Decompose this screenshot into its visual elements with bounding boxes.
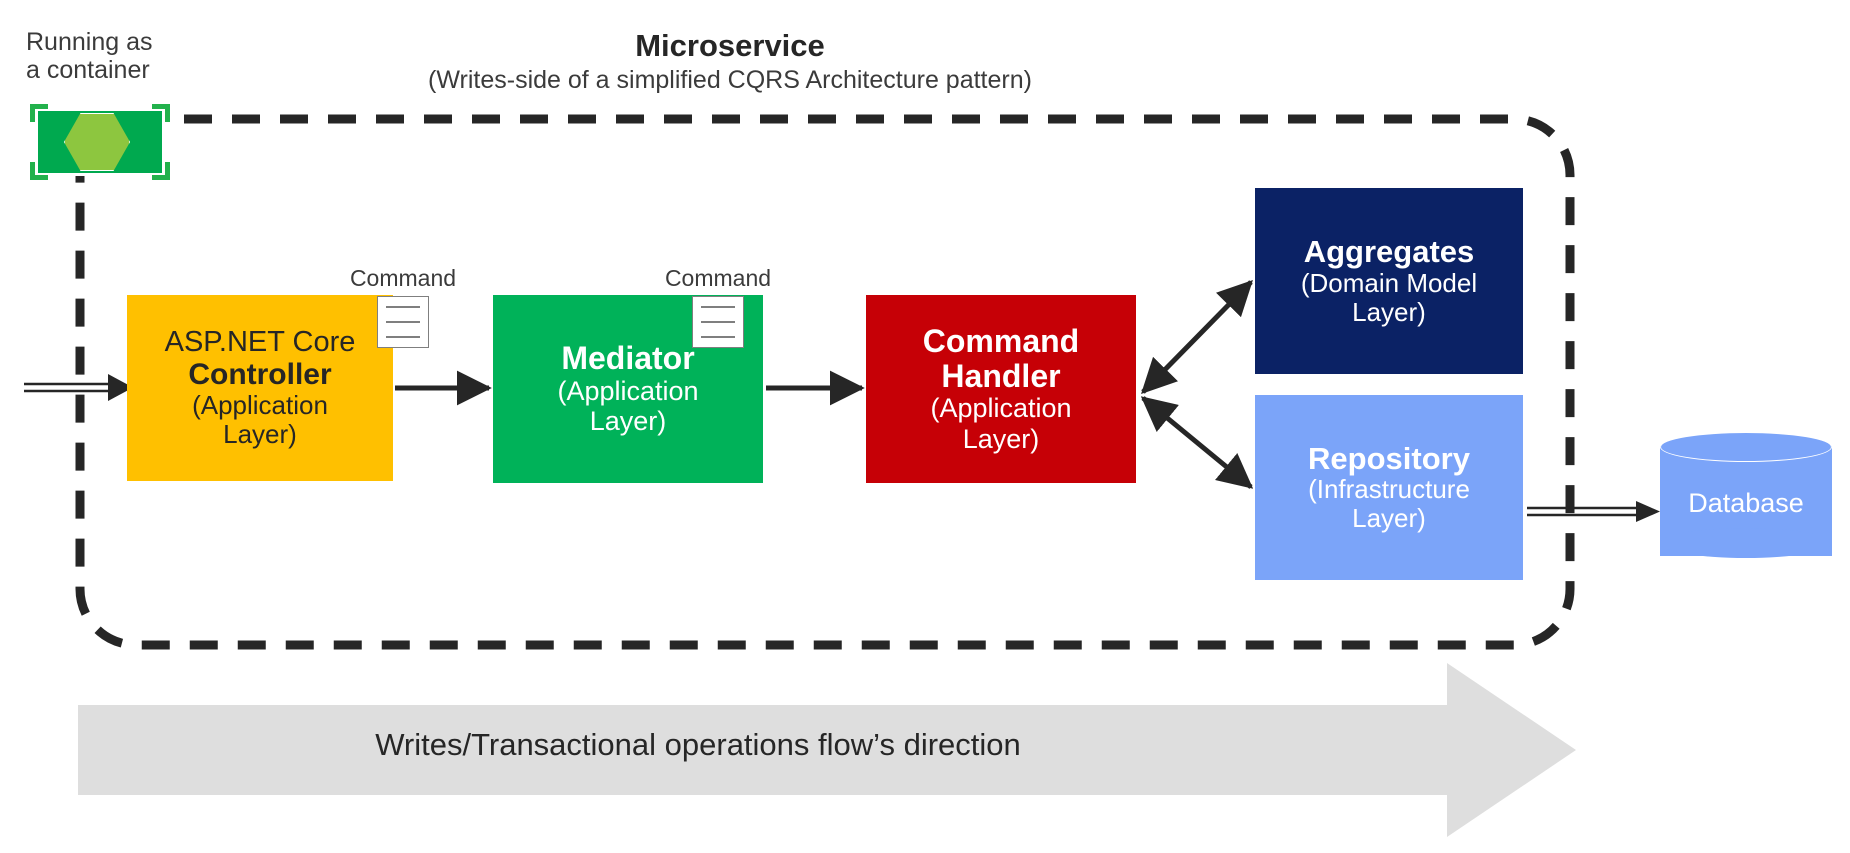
- selection-handle-bottom-right: [152, 162, 170, 180]
- node-repository[interactable]: Repository (Infrastructure Layer): [1255, 395, 1523, 580]
- command-document-icon-1: [377, 296, 429, 348]
- node-aggregates[interactable]: Aggregates (Domain Model Layer): [1255, 188, 1523, 374]
- aggregates-layer-label: (Domain Model Layer): [1300, 267, 1478, 327]
- cylinder-top: [1660, 432, 1832, 462]
- database-label: Database: [1688, 488, 1804, 518]
- arrow-command-handler-aggregates: [1141, 280, 1253, 394]
- aggregates-title-label: Aggregates: [1303, 234, 1475, 270]
- controller-layer-label: (Application Layer): [192, 390, 328, 450]
- node-command-handler[interactable]: Command Handler (Application Layer): [866, 295, 1136, 483]
- incoming-request-arrow: [24, 374, 133, 401]
- selection-handle-top-right: [152, 104, 170, 122]
- database-cylinder-icon[interactable]: Database: [1660, 432, 1832, 570]
- microservice-title: Microservice: [635, 28, 825, 63]
- doc-line: [701, 306, 735, 308]
- controller-prefix-label: ASP.NET Core: [164, 325, 356, 358]
- controller-title-label: Controller: [188, 357, 332, 391]
- cylinder-bottom: [1660, 528, 1832, 558]
- arrow-command-handler-repository: [1140, 396, 1254, 489]
- repository-title-label: Repository: [1308, 440, 1470, 476]
- doc-line: [386, 336, 420, 338]
- node-aspnet-core-controller[interactable]: ASP.NET Core Controller (Application Lay…: [127, 295, 393, 481]
- mediator-layer-label: (Application Layer): [557, 376, 699, 437]
- arrow-repository-to-database: [1527, 501, 1660, 522]
- selection-handle-top-left: [30, 104, 48, 122]
- doc-line: [386, 306, 420, 308]
- repository-layer-label: (Infrastructure Layer): [1308, 474, 1470, 534]
- microservice-subtitle: (Writes-side of a simplified CQRS Archit…: [428, 66, 1032, 94]
- command-label-1: Command: [349, 265, 457, 291]
- command-handler-layer-label: (Application Layer): [930, 393, 1072, 454]
- mediator-title-label: Mediator: [561, 340, 695, 377]
- writes-flow-banner-label: Writes/Transactional operations flow’s d…: [375, 727, 1021, 762]
- selection-handle-bottom-left: [30, 162, 48, 180]
- doc-line: [386, 321, 420, 323]
- running-as-container-label: Running as a container: [26, 28, 153, 84]
- command-label-2: Command: [664, 265, 772, 291]
- command-document-icon-2: [692, 296, 744, 348]
- doc-line: [701, 321, 735, 323]
- command-handler-title-label: Command Handler: [922, 323, 1080, 394]
- container-icon: [30, 104, 170, 180]
- doc-line: [701, 336, 735, 338]
